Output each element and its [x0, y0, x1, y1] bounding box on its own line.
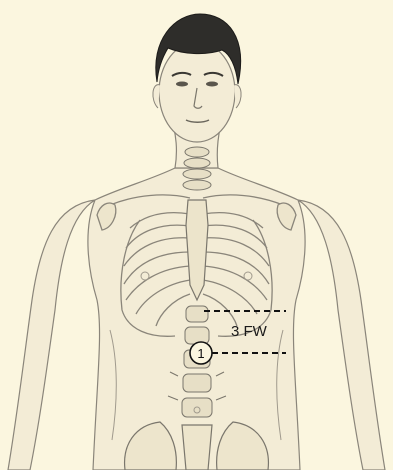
head	[153, 14, 241, 142]
pelvis	[125, 422, 269, 470]
point-number: 1	[197, 346, 204, 361]
left-eye	[176, 82, 188, 87]
right-eye	[206, 82, 218, 87]
distance-label: 3 FW	[231, 323, 268, 340]
